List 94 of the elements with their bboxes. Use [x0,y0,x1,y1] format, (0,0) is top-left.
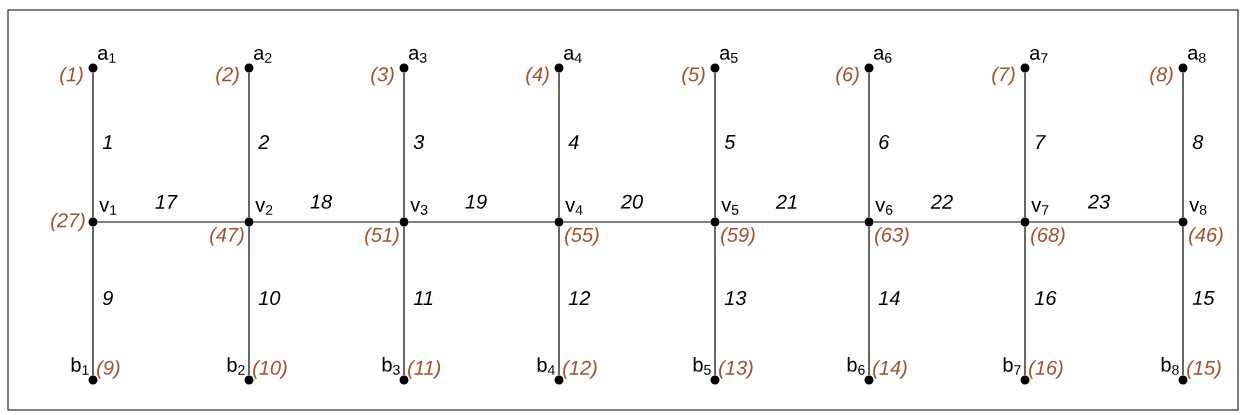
edge-label: 11 [413,291,433,305]
vertex-label: v$_{5}$ [721,201,739,215]
edge-line [92,226,94,376]
edge-label: 15 [1192,291,1215,305]
vertex-label: a$_{7}$ [1030,48,1048,63]
vertex-label: v$_{1}$ [99,201,117,215]
weight-label: (10) [253,360,287,379]
vertex-label: a$_{3}$ [409,48,427,63]
vertex-label: a$_{1}$ [98,48,116,63]
weight-label: (12) [563,360,597,379]
weight-label: (2) [216,66,239,86]
edge-label: 14 [878,291,900,305]
edge-line [558,226,560,376]
edge-label: 2 [258,135,270,149]
edge-line [1182,72,1184,218]
edge-line [408,221,555,223]
vertex-label: a$_{4}$ [564,48,582,63]
edge-line [719,221,865,223]
edge-line [248,72,250,218]
weight-label: (8) [1150,66,1173,86]
vertex-label: b$_{8}$ [1161,357,1179,375]
weight-label: (55) [565,227,599,246]
edge-line [92,72,94,218]
weight-label: (11) [408,360,441,379]
vertex-label: v$_{8}$ [1189,201,1207,215]
edge-line [563,221,711,223]
weight-label: (5) [682,66,705,86]
vertex-label: a$_{8}$ [1188,48,1206,63]
edge-label: 5 [724,135,736,149]
edge-line [714,72,716,218]
edge-label: 6 [879,134,890,150]
weight-label: (13) [719,360,753,379]
vertex-label: a$_{2}$ [254,48,272,63]
weight-label: (47) [210,227,244,246]
edge-line [558,72,560,218]
weight-label: (14) [873,360,907,379]
edge-label: 17 [155,195,178,209]
edge-label: 21 [775,194,797,209]
weight-label: (63) [875,227,909,246]
vertex-label: v$_{6}$ [875,201,893,215]
edge-label: 7 [1036,135,1046,149]
vertex-label: v$_{4}$ [565,201,583,215]
vertex-label: a$_{5}$ [720,48,738,63]
weight-label: (16) [1029,360,1063,379]
edge-label: 13 [724,290,747,306]
edge-line [248,226,250,376]
edge-label: 16 [1034,290,1057,306]
vertex-label: v$_{2}$ [255,201,273,215]
edge-line [97,221,245,223]
weight-label: (3) [371,66,394,86]
edge-label: 12 [568,291,591,305]
weight-label: (59) [721,227,755,246]
edge-label: 8 [1192,134,1204,150]
edge-line [714,226,716,376]
vertex-label: b$_{2}$ [227,357,245,375]
weight-label: (68) [1031,227,1065,246]
edge-label: 10 [258,290,281,306]
vertex-label: v$_{7}$ [1031,201,1049,215]
edge-label: 19 [465,194,487,209]
vertex-label: v$_{3}$ [410,201,428,215]
weight-label: (1) [60,66,83,86]
weight-label: (7) [992,66,1015,86]
edge-line [868,72,870,218]
vertex-label: b$_{4}$ [537,357,555,375]
weight-label: (46) [1189,227,1223,246]
edge-line [1024,226,1026,376]
edge-label: 18 [310,194,332,209]
vertex-label: b$_{3}$ [382,357,400,375]
edge-line [873,221,1021,223]
vertex-label: a$_{6}$ [874,48,892,63]
edge-label: 23 [1087,194,1110,209]
weight-label: (51) [365,227,399,246]
weight-label: (6) [836,66,859,86]
edge-label: 22 [930,194,953,209]
edge-label: 3 [413,134,425,150]
vertex-label: b$_{7}$ [1003,357,1021,375]
weight-label: (9) [97,360,120,379]
edge-label: 1 [102,135,112,149]
weight-label: (27) [51,212,85,232]
edge-label: 20 [620,194,643,209]
edge-line [253,221,400,223]
edge-line [1029,221,1179,223]
vertex-label: b$_{5}$ [693,357,711,375]
vertex-label: b$_{6}$ [847,357,865,375]
edge-line [868,226,870,376]
edge-line [1024,72,1026,218]
weight-label: (15) [1187,360,1221,379]
edge-line [1182,226,1184,376]
edge-label: 4 [568,135,579,149]
edge-line [403,72,405,218]
vertex-label: b$_{1}$ [71,357,89,375]
edge-label: 9 [102,290,113,306]
edge-line [403,226,405,376]
weight-label: (4) [526,66,549,86]
